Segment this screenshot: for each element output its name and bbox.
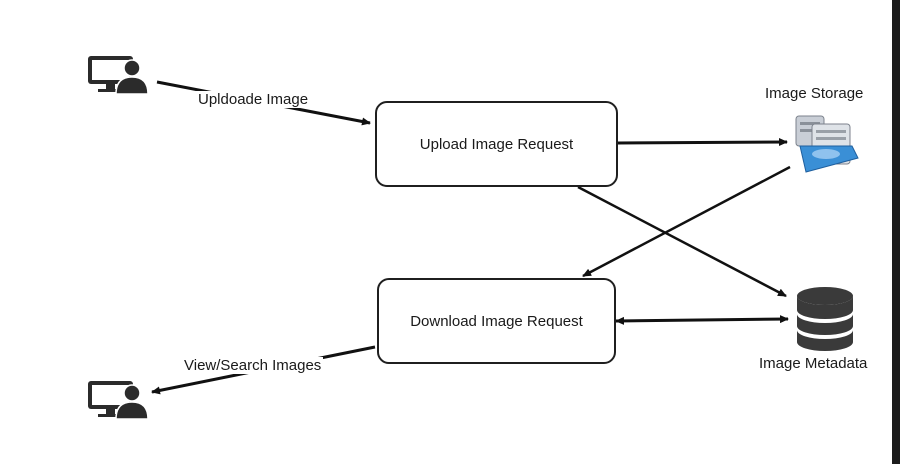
view-search-edge-label: View/Search Images [182, 357, 324, 374]
image-storage-server-icon [795, 115, 859, 173]
upload-request-to-metadata-arrow [577, 185, 787, 298]
upload-image-request-label: Upload Image Request [419, 135, 574, 153]
upload-image-request-box: Upload Image Request [375, 101, 618, 187]
image-storage-label: Image Storage [763, 85, 866, 102]
download-image-request-box: Download Image Request [377, 278, 616, 364]
download-request-metadata-arrow [615, 315, 789, 325]
image-metadata-label: Image Metadata [757, 355, 870, 372]
uploader-computer-user-icon [88, 56, 149, 95]
right-edge-border [892, 0, 900, 464]
download-image-request-label: Download Image Request [410, 312, 583, 330]
storage-to-download-request-arrow [582, 165, 791, 278]
image-metadata-database-icon [797, 287, 853, 351]
upload-edge-label: Upldoade Image [196, 91, 311, 108]
upload-request-to-storage-arrow [617, 138, 788, 147]
viewer-computer-user-icon [88, 381, 149, 420]
